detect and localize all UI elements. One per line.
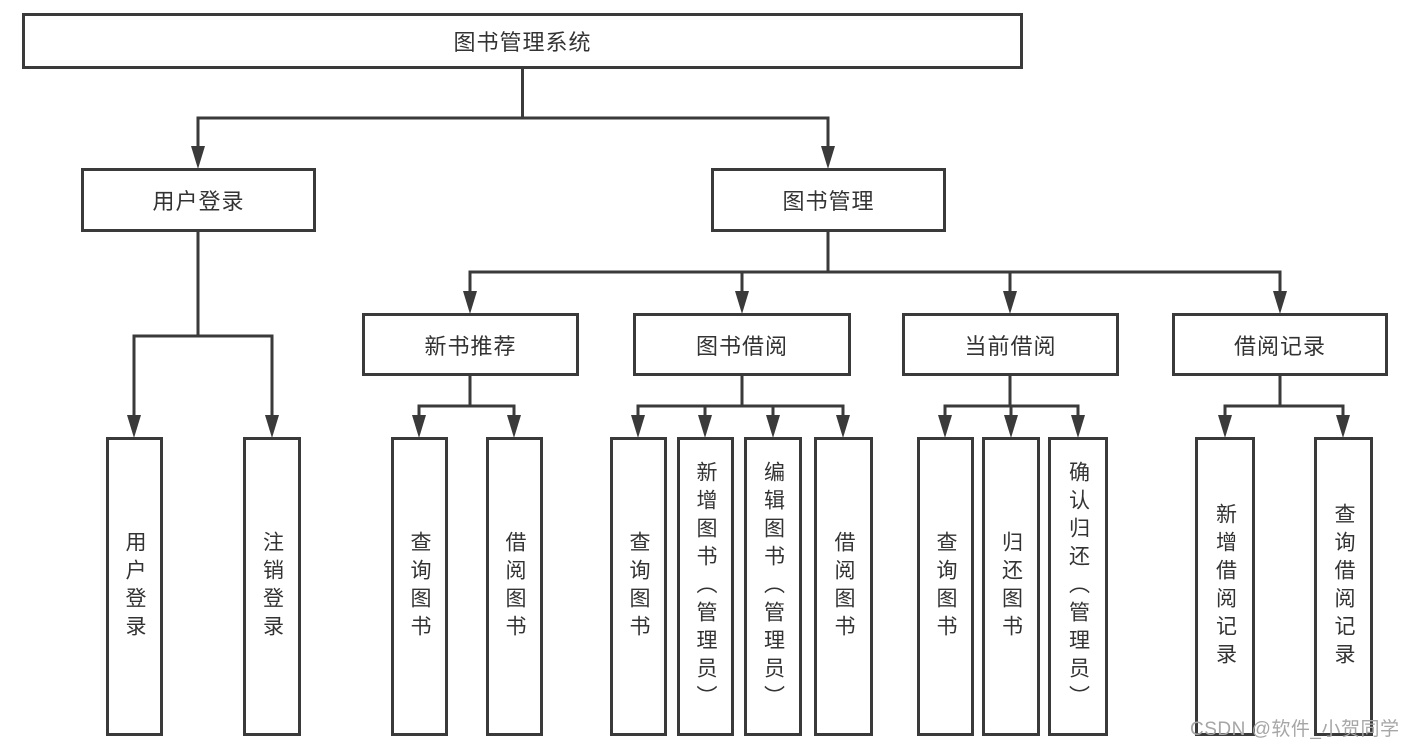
arrowhead-icon — [463, 291, 477, 314]
connector-current-borrow-children — [938, 376, 1085, 438]
leaf-user-login-label: 用户登录 — [123, 530, 146, 643]
leaf-borrow-book-2: 借阅图书 — [814, 437, 873, 736]
arrowhead-icon — [412, 415, 426, 438]
leaf-confirm-return-admin-label: 确认归还（管理员） — [1066, 460, 1090, 713]
arrowhead-icon — [127, 415, 141, 438]
arrowhead-icon — [766, 415, 780, 438]
arrowhead-icon — [1004, 415, 1018, 438]
leaf-return-book-label: 归还图书 — [999, 530, 1023, 643]
leaf-add-borrow-record-label: 新增借阅记录 — [1213, 502, 1237, 671]
leaf-edit-book-admin: 编辑图书（管理员） — [744, 437, 802, 736]
arrowhead-icon — [1273, 291, 1287, 314]
arrowhead-icon — [836, 415, 850, 438]
node-borrow-record-label: 借阅记录 — [1233, 333, 1326, 359]
leaf-return-book: 归还图书 — [982, 437, 1040, 736]
arrowhead-icon — [1003, 291, 1017, 314]
arrowhead-icon — [938, 415, 952, 438]
leaf-add-borrow-record: 新增借阅记录 — [1195, 437, 1255, 736]
leaf-query-book-1-label: 查询图书 — [408, 530, 431, 643]
connector-new-book-children — [412, 376, 521, 438]
node-library-system: 图书管理系统 — [22, 13, 1023, 69]
leaf-borrow-book-1: 借阅图书 — [486, 437, 543, 736]
leaf-query-book-2: 查询图书 — [610, 437, 667, 736]
leaf-query-borrow-record: 查询借阅记录 — [1314, 437, 1373, 736]
arrowhead-icon — [735, 291, 749, 314]
arrowhead-icon — [698, 415, 712, 438]
connector-root-to-level2 — [191, 69, 835, 169]
node-user-login: 用户登录 — [81, 168, 316, 232]
node-book-borrow-label: 图书借阅 — [695, 333, 788, 359]
node-borrow-record: 借阅记录 — [1172, 313, 1388, 376]
leaf-user-login: 用户登录 — [106, 437, 163, 736]
connector-book-borrow-children — [631, 376, 850, 438]
arrowhead-icon — [1218, 415, 1232, 438]
leaf-logout-label: 注销登录 — [260, 530, 284, 643]
node-current-borrow-label: 当前借阅 — [964, 333, 1057, 359]
connector-borrow-record-children — [1218, 376, 1350, 438]
leaf-add-book-admin: 新增图书（管理员） — [677, 437, 734, 736]
node-current-borrow: 当前借阅 — [902, 313, 1119, 376]
leaf-query-book-1: 查询图书 — [391, 437, 448, 736]
connector-book-mgmt-children — [463, 232, 1287, 314]
leaf-query-borrow-record-label: 查询借阅记录 — [1332, 502, 1355, 671]
leaf-add-book-admin-label: 新增图书（管理员） — [694, 460, 717, 713]
node-new-book-recommend-label: 新书推荐 — [424, 333, 517, 359]
node-book-borrow: 图书借阅 — [633, 313, 851, 376]
arrowhead-icon — [631, 415, 645, 438]
csdn-watermark: CSDN @软件_小贺同学 — [1190, 719, 1400, 740]
connector-user-login-children — [127, 232, 279, 438]
leaf-logout: 注销登录 — [243, 437, 301, 736]
leaf-query-book-2-label: 查询图书 — [627, 530, 650, 643]
node-book-management-label: 图书管理 — [782, 189, 875, 214]
leaf-edit-book-admin-label: 编辑图书（管理员） — [761, 460, 785, 713]
arrowhead-icon — [821, 146, 835, 169]
node-new-book-recommend: 新书推荐 — [362, 313, 579, 376]
arrowhead-icon — [265, 415, 279, 438]
arrowhead-icon — [507, 415, 521, 438]
arrowhead-icon — [1336, 415, 1350, 438]
arrowhead-icon — [1071, 415, 1085, 438]
leaf-query-book-3: 查询图书 — [917, 437, 974, 736]
node-user-login-label: 用户登录 — [152, 189, 245, 214]
leaf-query-book-3-label: 查询图书 — [934, 530, 957, 643]
node-book-management: 图书管理 — [711, 168, 946, 232]
leaf-confirm-return-admin: 确认归还（管理员） — [1048, 437, 1108, 736]
arrowhead-icon — [191, 146, 205, 169]
leaf-borrow-book-1-label: 借阅图书 — [503, 530, 526, 643]
node-library-system-label: 图书管理系统 — [453, 30, 592, 55]
leaf-borrow-book-2-label: 借阅图书 — [832, 530, 855, 643]
